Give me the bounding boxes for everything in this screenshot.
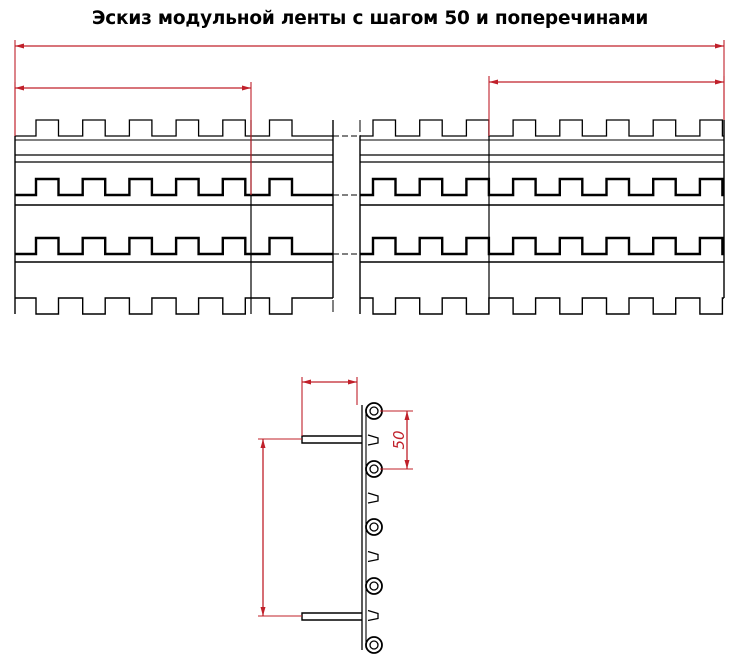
belt-tooth-profile [367,492,379,504]
belt-module-row-1-teeth [15,119,333,137]
belt-tooth-profile [367,434,379,446]
flight-spacing-dimension-arrow [260,607,266,616]
hinge-rod-hole [369,406,379,416]
belt-tooth-profile [367,550,379,563]
hinge-knuckle [365,518,383,536]
sketch-title: Эскиз модульной ленты с шагом 50 и попер… [91,8,649,29]
flight-height-dimension-arrow [348,379,357,385]
hinge-rod-hole [369,581,379,591]
belt-plan-view [14,119,725,315]
belt-module-bottom-slots [15,297,333,315]
hinge-knuckle [365,636,383,654]
hinge-rod-hole [369,522,379,532]
hinge-rod-hole [369,464,379,474]
belt-module-row-1-teeth [360,119,724,137]
pitch-dimension-label: 50 [390,430,408,449]
module-width-dimension-right-arrow [489,79,498,85]
hinge-knuckle [365,402,383,420]
cross-bar-flight [301,612,362,621]
module-width-dimension-right-arrow [715,79,724,85]
pitch-dimension-arrow [404,460,410,469]
belt-module-row-3-teeth [360,236,724,256]
belt-module-bottom-slots [360,297,724,315]
belt-side-view [301,402,383,654]
belt-module-row-2-teeth [360,177,724,197]
belt-tooth-profile [367,609,379,622]
module-width-dimension-arrow [242,85,251,91]
side-dimension-lines [258,377,413,617]
hinge-rod-hole [369,640,379,650]
plan-dimension-lines [14,40,725,195]
overall-width-dimension-arrow [715,43,724,49]
overall-width-dimension-arrow [15,43,24,49]
hinge-knuckle [365,460,383,478]
hinge-knuckle [365,577,383,595]
flight-height-dimension-arrow [302,379,311,385]
belt-module-row-2-teeth [15,177,333,197]
cross-bar-flight [301,435,362,444]
pitch-dimension-arrow [404,411,410,420]
flight-spacing-dimension-arrow [260,439,266,448]
belt-module-row-3-teeth [15,236,333,256]
module-width-dimension-arrow [15,85,24,91]
